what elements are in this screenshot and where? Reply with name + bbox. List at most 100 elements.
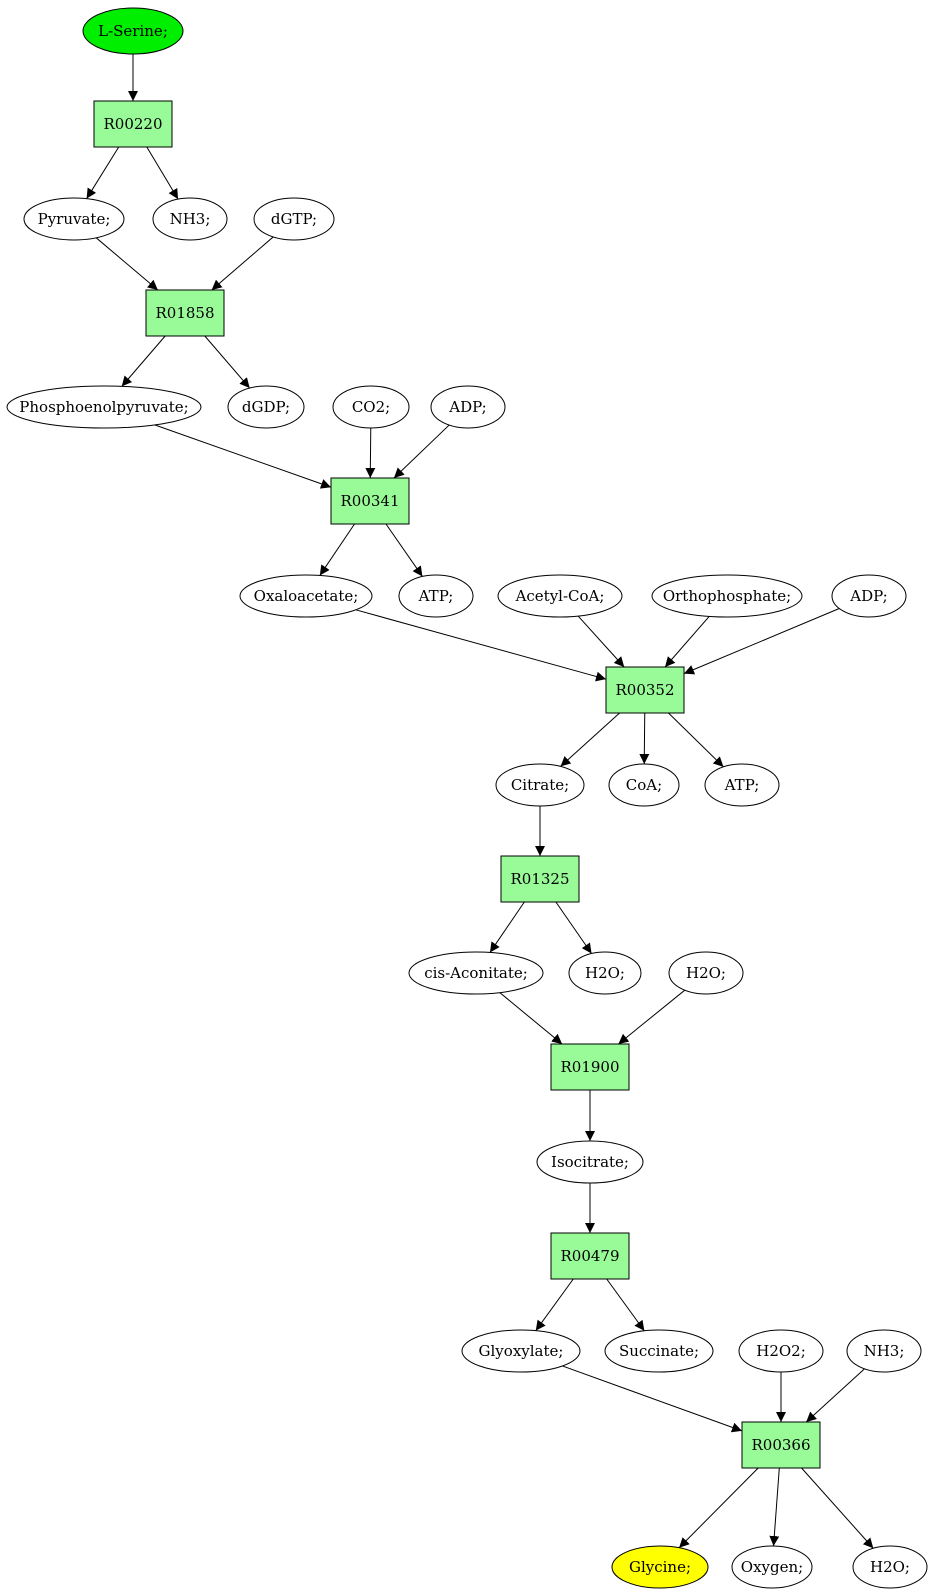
edge-cisaconitate-to-r01900 (499, 992, 563, 1045)
reaction-label: R00220 (103, 115, 162, 133)
compound-label: CoA; (626, 776, 662, 794)
reaction-node-r00366: R00366 (741, 1421, 821, 1469)
edge-r00366-to-h2o_c (801, 1467, 874, 1549)
compound-label: Citrate; (511, 776, 569, 794)
compound-ellipse (651, 574, 803, 618)
reaction-label: R00352 (615, 681, 674, 699)
edge-r00366-to-glycine (678, 1467, 759, 1549)
edge-r01858-to-pep (121, 335, 166, 387)
edges-layer (86, 54, 874, 1549)
edge-r00479-to-succinate (606, 1278, 645, 1332)
compound-label: ADP; (448, 398, 486, 416)
compound-node-co2: CO2; (332, 385, 410, 429)
compound-label: H2O; (686, 964, 726, 982)
compound-label: cis-Aconitate; (424, 964, 528, 982)
compound-node-oxygen: Oxygen; (731, 1545, 813, 1589)
reaction-box (550, 1232, 630, 1280)
compound-label: dGTP; (271, 210, 317, 228)
compound-node-atp_b: ATP; (704, 763, 780, 807)
compound-node-orthophosphate: Orthophosphate; (651, 574, 803, 618)
edge-adp_b-to-r00352 (683, 608, 840, 675)
compound-label: dGDP; (242, 398, 290, 416)
edge-h2o_b-to-r01900 (618, 989, 686, 1045)
compound-ellipse (668, 951, 744, 995)
edge-pyruvate-to-r01858 (95, 237, 159, 291)
edge-r00341-to-atp_a (385, 523, 423, 577)
edge-r00366-to-oxygen (769, 1467, 780, 1547)
reaction-box (605, 666, 685, 714)
edge-glyoxylate-to-r00366 (562, 1365, 743, 1433)
edge-acetylcoa-to-r00352 (577, 615, 625, 668)
compound-label: NH3; (170, 210, 211, 228)
reaction-node-r00220: R00220 (93, 100, 173, 148)
edge-r01325-to-h2o_a (555, 901, 592, 954)
compound-node-succinate: Succinate; (604, 1329, 714, 1373)
compound-node-h2o2: H2O2; (738, 1329, 824, 1373)
compound-label: ADP; (849, 587, 887, 605)
compound-ellipse (852, 1545, 928, 1589)
edge-adp_a-to-r00341 (393, 424, 450, 479)
compound-ellipse (6, 385, 202, 429)
reaction-node-r01325: R01325 (500, 855, 580, 903)
compound-label: H2O; (870, 1558, 910, 1576)
compound-ellipse (608, 763, 680, 807)
compound-node-pep: Phosphoenolpyruvate; (6, 385, 202, 429)
compound-node-dgdp: dGDP; (227, 385, 305, 429)
compound-ellipse (239, 574, 373, 618)
compound-label: Pyruvate; (38, 210, 111, 228)
edge-r01325-to-cisaconitate (489, 901, 525, 953)
reaction-node-r00479: R00479 (550, 1232, 630, 1280)
compound-label: NH3; (864, 1342, 905, 1360)
compound-ellipse (332, 385, 410, 429)
nodes-layer: L-Serine;R00220Pyruvate;NH3;dGTP;R01858P… (6, 7, 928, 1589)
compound-label: ATP; (724, 776, 760, 794)
reaction-box (93, 100, 173, 148)
compound-node-acetylcoa: Acetyl-CoA; (497, 574, 623, 618)
compound-label: ATP; (418, 587, 454, 605)
edge-r00220-to-pyruvate (86, 146, 120, 199)
compound-node-adp_a: ADP; (430, 385, 506, 429)
compound-node-h2o_a: H2O; (568, 951, 642, 995)
compound-label: Glyoxylate; (479, 1342, 564, 1360)
reaction-label: R00341 (340, 492, 399, 510)
compound-label: Oxaloacetate; (254, 587, 359, 605)
compound-node-glycine: Glycine; (611, 1545, 709, 1589)
reaction-box (741, 1421, 821, 1469)
compound-label: Acetyl-CoA; (515, 587, 605, 605)
compound-node-oxaloacetate: Oxaloacetate; (239, 574, 373, 618)
compound-ellipse (846, 1329, 922, 1373)
reaction-label: R00479 (560, 1247, 619, 1265)
reaction-box (550, 1043, 630, 1091)
reaction-box (145, 289, 225, 337)
compound-label: H2O; (585, 964, 625, 982)
compound-node-pyruvate: Pyruvate; (23, 197, 125, 241)
compound-node-serine: L-Serine; (82, 7, 184, 55)
reaction-node-r01900: R01900 (550, 1043, 630, 1091)
reaction-label: R00366 (751, 1436, 810, 1454)
edge-oxaloacetate-to-r00352 (355, 609, 607, 682)
compound-ellipse (831, 574, 907, 618)
reaction-node-r00352: R00352 (605, 666, 685, 714)
compound-ellipse (398, 574, 474, 618)
compound-ellipse (495, 763, 585, 807)
compound-label: Oxygen; (741, 1558, 803, 1576)
compound-ellipse (23, 197, 125, 241)
edge-dgtp-to-r01858 (211, 236, 274, 291)
compound-node-nh3_b: NH3; (846, 1329, 922, 1373)
compound-label: Succinate; (619, 1342, 699, 1360)
edge-r00352-to-citrate (560, 712, 620, 767)
compound-ellipse (408, 951, 544, 995)
compound-label: H2O2; (756, 1342, 806, 1360)
compound-ellipse (227, 385, 305, 429)
edge-r00341-to-oxaloacetate (319, 523, 355, 576)
compound-ellipse (82, 7, 184, 55)
compound-ellipse (568, 951, 642, 995)
compound-node-h2o_b: H2O; (668, 951, 744, 995)
reaction-box (330, 477, 410, 525)
reaction-label: R01900 (560, 1058, 619, 1076)
compound-ellipse (611, 1545, 709, 1589)
edge-r00220-to-nh3_a (146, 146, 179, 200)
compound-node-glyoxylate: Glyoxylate; (461, 1329, 581, 1373)
compound-ellipse (253, 197, 335, 241)
edge-pep-to-r00341 (154, 424, 332, 489)
